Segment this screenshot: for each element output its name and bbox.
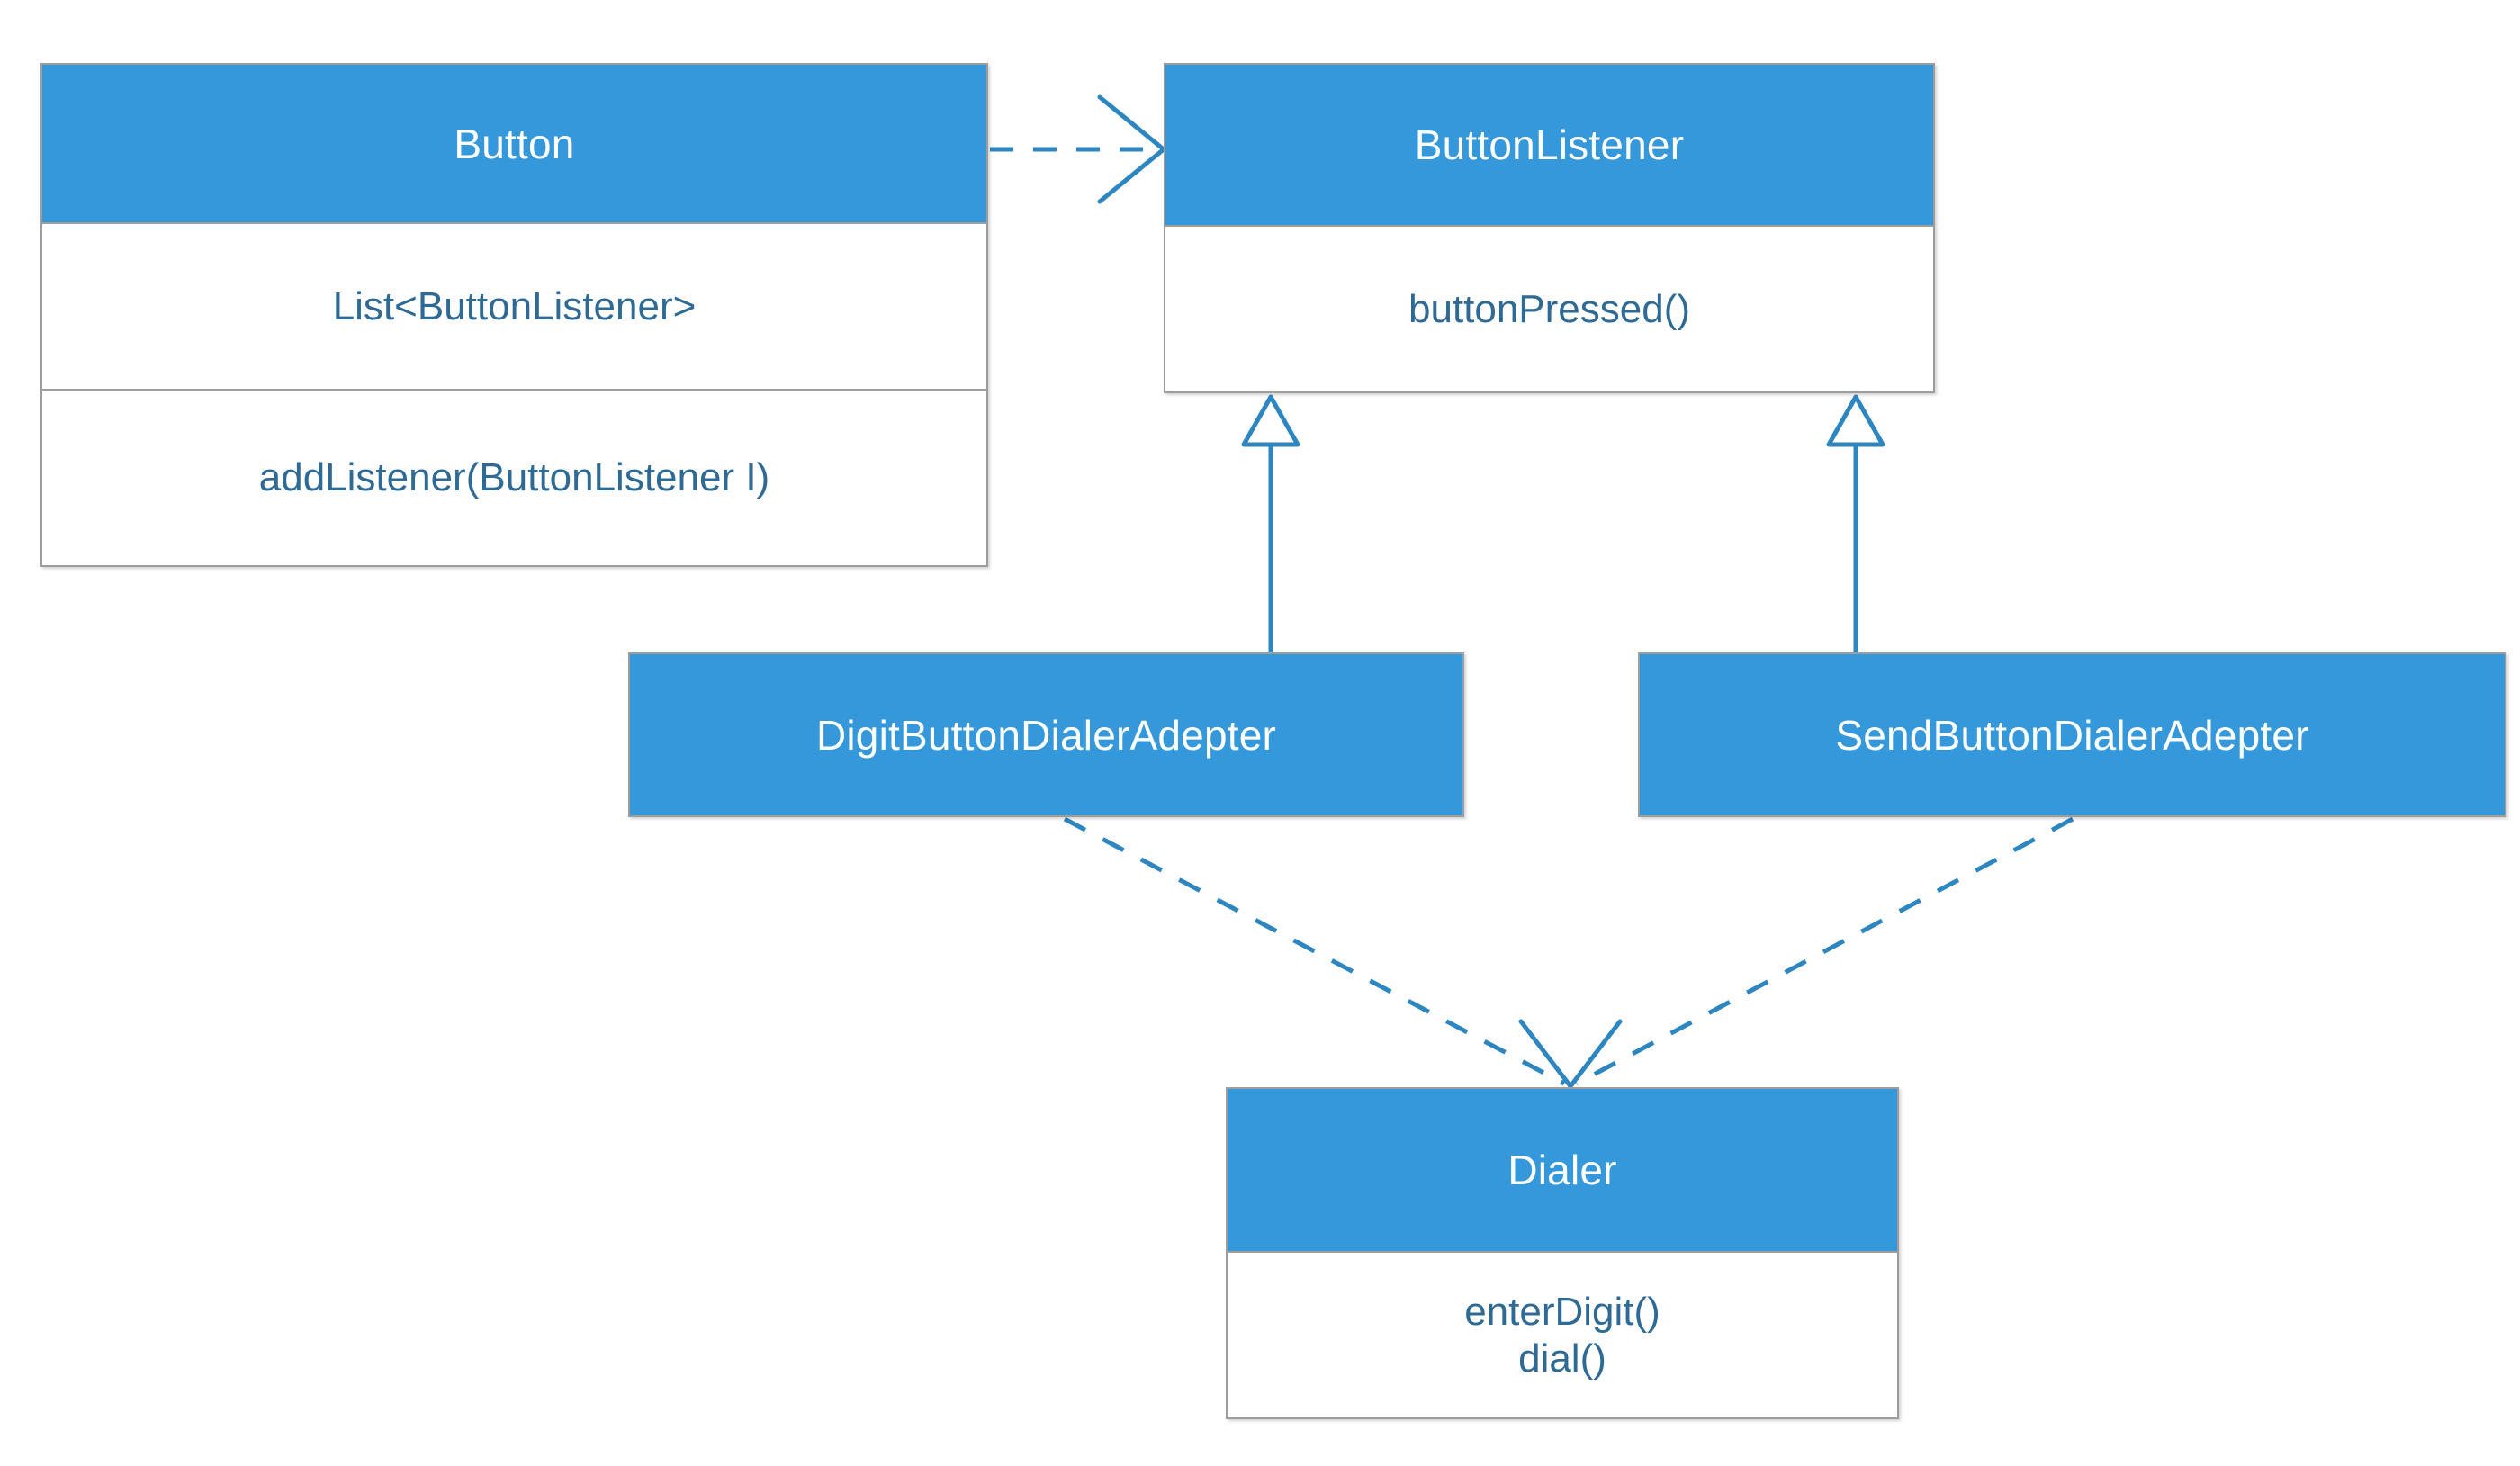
class-box-button[interactable]: Button List<ButtonListener> addListener(…	[40, 63, 988, 567]
class-name-button: Button	[42, 65, 986, 224]
class-name-dialer: Dialer	[1228, 1089, 1897, 1253]
connector-button-uses-buttonlistener	[990, 94, 1166, 204]
connector-digitadapter-uses-dialer	[1063, 816, 1566, 1086]
class-operations-buttonlistener: buttonPressed()	[1166, 227, 1933, 391]
class-operations-button: addListener(ButtonListener I)	[42, 389, 986, 565]
connector-sendadapter-uses-dialer	[1575, 816, 2074, 1086]
class-name-buttonlistener: ButtonListener	[1166, 65, 1933, 227]
class-box-sendbuttondialeradepter[interactable]: SendButtonDialerAdepter	[1638, 652, 2506, 817]
dependency-line	[1063, 816, 1566, 1086]
hollow-triangle-arrowhead-icon	[1241, 394, 1300, 447]
open-arrowhead-icon	[1097, 94, 1166, 204]
open-arrowhead-icon-dialer	[1518, 1019, 1623, 1089]
class-box-digitbuttondialeradepter[interactable]: DigitButtonDialerAdepter	[628, 652, 1464, 817]
class-name-sendbuttondialeradepter: SendButtonDialerAdepter	[1640, 654, 2505, 815]
class-box-buttonlistener[interactable]: ButtonListener buttonPressed()	[1164, 63, 1935, 393]
class-name-digitbuttondialeradepter: DigitButtonDialerAdepter	[630, 654, 1462, 815]
class-attributes-button: List<ButtonListener>	[42, 224, 986, 389]
connector-digitadapter-implements-buttonlistener	[1241, 394, 1300, 652]
connector-sendadapter-implements-buttonlistener	[1826, 394, 1886, 652]
dependency-line	[1575, 816, 2074, 1086]
hollow-triangle-arrowhead-icon	[1826, 394, 1886, 447]
class-operations-dialer: enterDigit() dial()	[1228, 1253, 1897, 1417]
class-box-dialer[interactable]: Dialer enterDigit() dial()	[1226, 1087, 1899, 1419]
